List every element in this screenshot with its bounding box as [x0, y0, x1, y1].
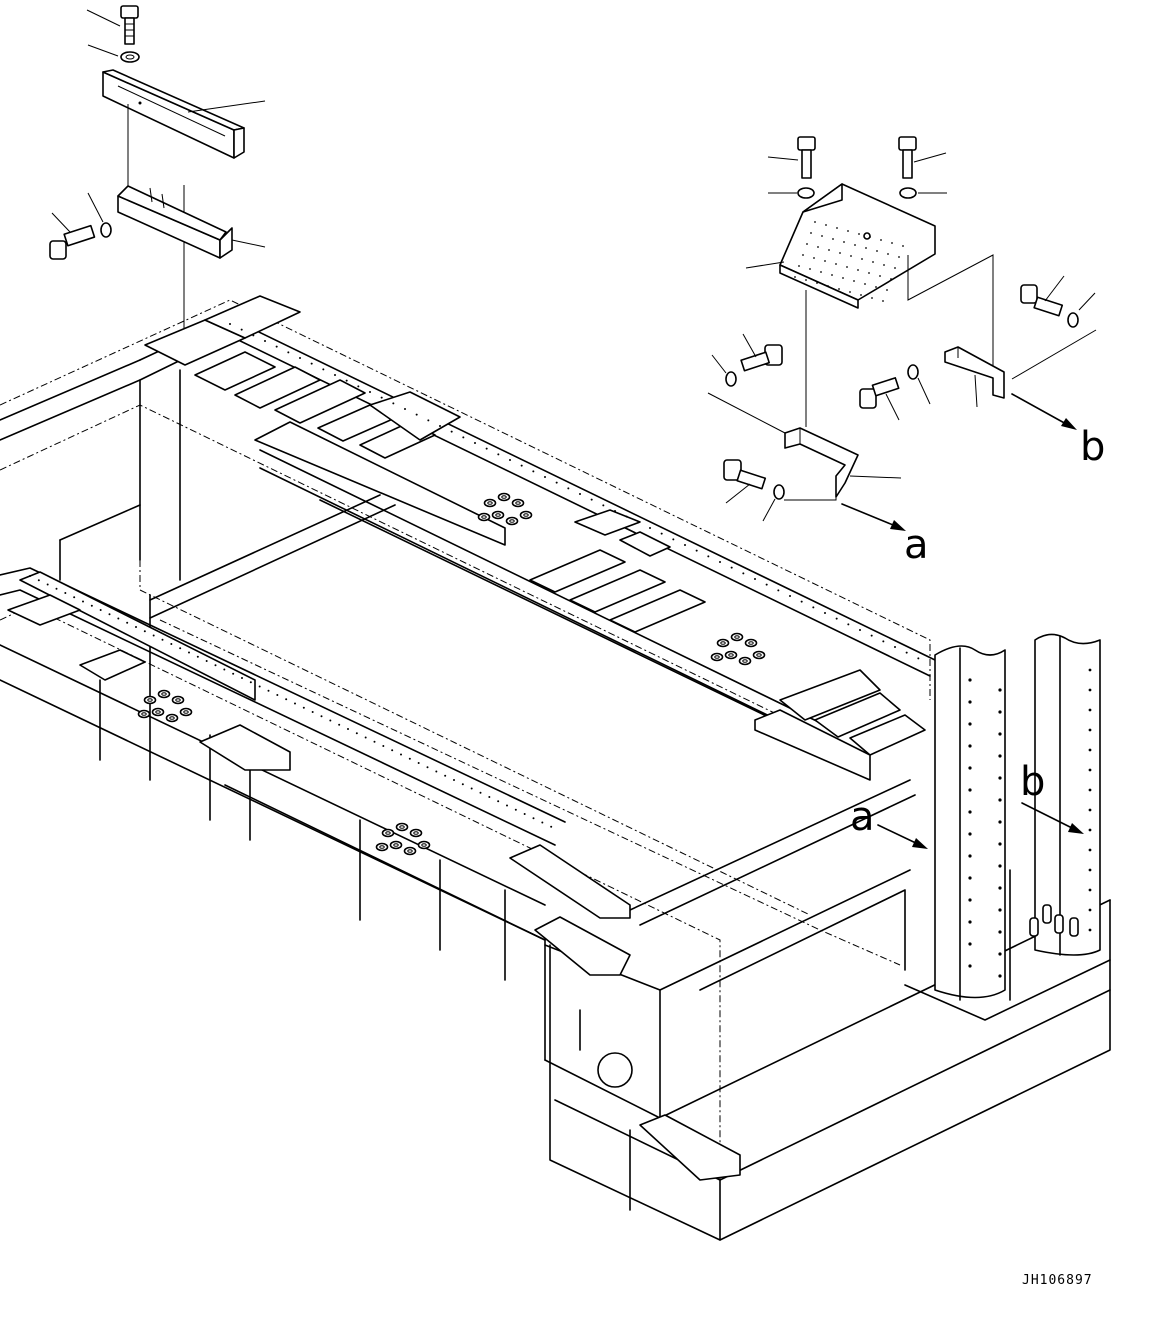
- bracket: [117, 185, 233, 259]
- main-frame: a b: [0, 295, 1111, 1241]
- bolt-icon: [797, 136, 816, 179]
- washer-icon: [907, 364, 919, 380]
- leader-line: [917, 377, 931, 405]
- leader-line: [1044, 275, 1065, 302]
- callout-a-frame: a: [850, 794, 875, 840]
- leader-line: [87, 44, 119, 57]
- leader-line: [86, 9, 121, 27]
- column-a: [934, 645, 1006, 1001]
- washer-icon: [1067, 312, 1079, 328]
- callout-b-frame: b: [1020, 759, 1045, 805]
- bolt-icon: [1020, 284, 1064, 317]
- leader-line: [849, 475, 902, 479]
- frame-plates: [7, 295, 926, 1181]
- left-exploded-group: [49, 5, 266, 330]
- bracket-a: [784, 427, 859, 498]
- drawing-code: JH106897: [1022, 1273, 1093, 1288]
- washer-icon: [797, 187, 815, 199]
- leader-line: [742, 333, 757, 358]
- leader-line: [87, 192, 104, 223]
- leader-line: [745, 261, 785, 269]
- bolt-hole-clusters: [137, 492, 766, 856]
- leader-line: [913, 152, 947, 163]
- rivet-dots: [29, 323, 1092, 978]
- leader-line: [231, 239, 266, 248]
- leader-line: [1078, 292, 1096, 311]
- column-b: [1034, 633, 1101, 956]
- arrow-a: [841, 503, 899, 528]
- leader-line: [885, 393, 900, 421]
- perforated-cover: [779, 183, 936, 309]
- bolt-icon: [723, 459, 767, 490]
- leader-line: [974, 374, 978, 408]
- bolt-icon: [740, 344, 783, 372]
- studs: [1029, 904, 1079, 937]
- leader-line: [762, 498, 776, 522]
- washer-icon: [773, 484, 785, 500]
- callout-b-top: b: [1080, 424, 1105, 470]
- washer-icon: [100, 222, 112, 238]
- frame-hole: [597, 1052, 633, 1088]
- leader-line: [187, 100, 266, 113]
- cover-plate: [102, 69, 245, 159]
- leader-line: [767, 156, 799, 161]
- bolt-icon: [898, 136, 917, 179]
- washer-icon: [120, 51, 140, 63]
- bolt-icon: [120, 5, 139, 45]
- bracket-b: [944, 346, 1005, 399]
- bolt-icon: [49, 224, 96, 260]
- arrow-b-frame: [1021, 802, 1077, 831]
- leader-line: [51, 212, 71, 233]
- arrow-a-frame: [877, 824, 921, 846]
- right-exploded-group: b a: [707, 136, 1105, 568]
- washer-icon: [725, 371, 737, 387]
- leader-line: [725, 483, 751, 504]
- callout-a-top: a: [904, 522, 929, 568]
- bolt-icon: [859, 377, 900, 409]
- leader-line: [711, 354, 727, 374]
- arrow-b: [1011, 393, 1069, 426]
- washer-icon: [899, 187, 917, 199]
